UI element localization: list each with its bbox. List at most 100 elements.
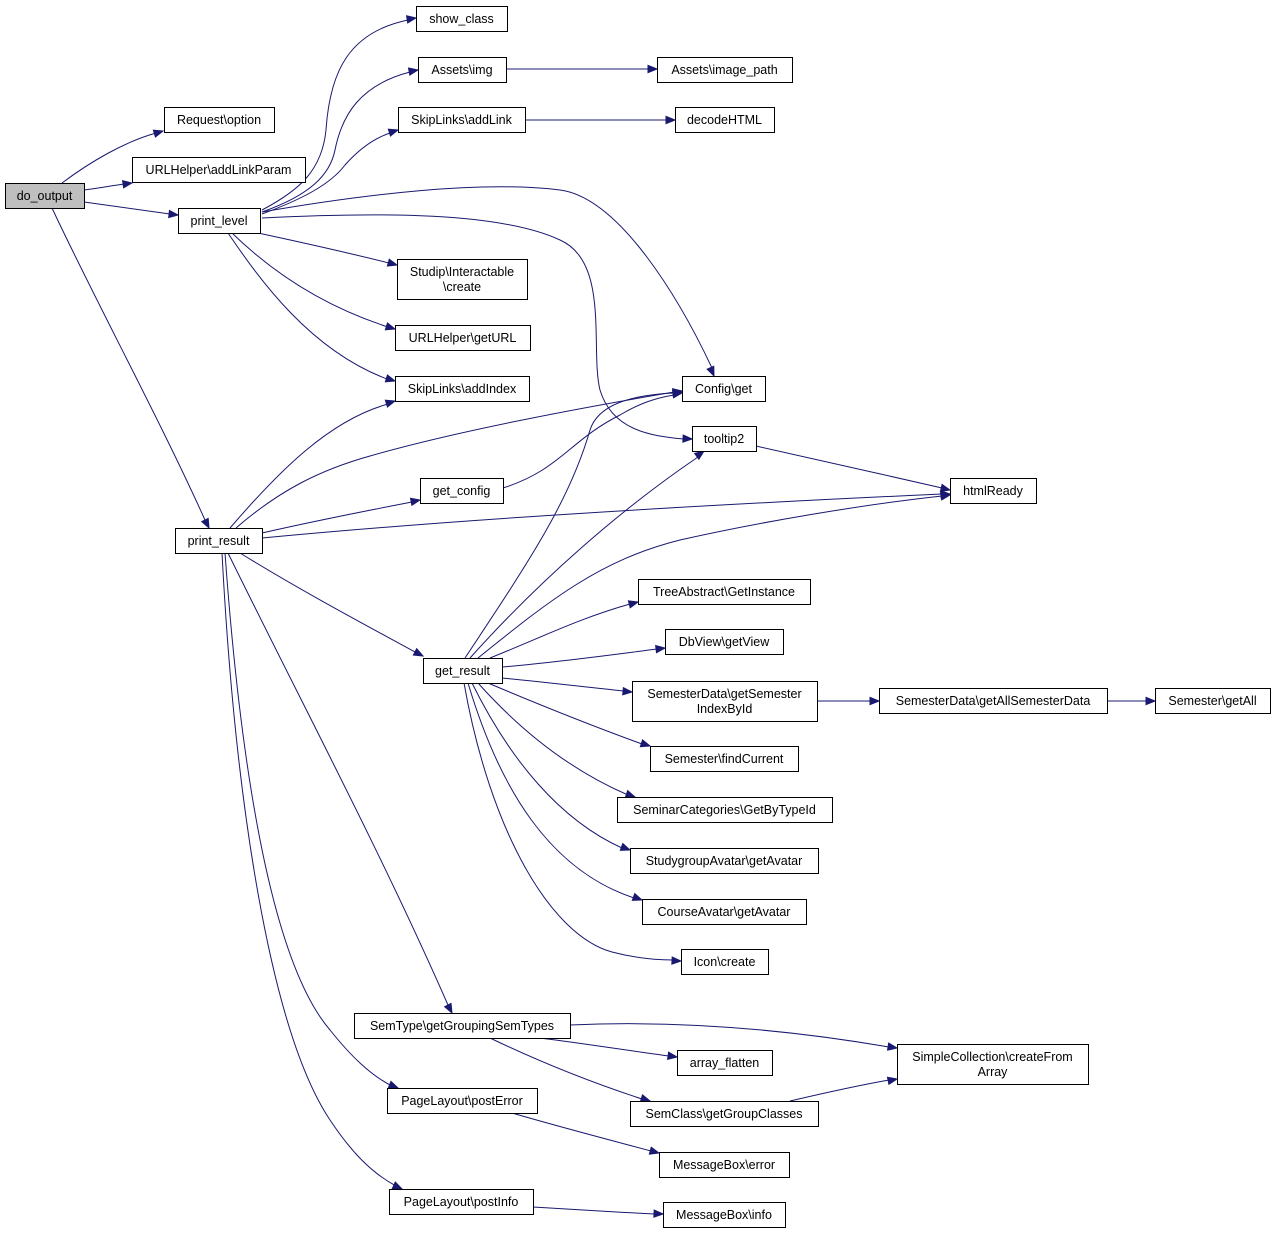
edge-line: [463, 682, 674, 961]
nodes: do_output Request\optionURLHelper\addLink…: [5, 6, 1271, 1228]
edge-line: [464, 392, 675, 659]
node-label: MessageBox\error: [673, 1158, 775, 1172]
node-box: [398, 107, 526, 133]
edge-arrowhead: [168, 209, 180, 219]
edge-arrowhead: [384, 322, 397, 331]
node-box: [675, 107, 775, 133]
edge-line: [569, 1023, 890, 1048]
node-get-config[interactable]: get_config: [420, 478, 504, 504]
node-print-level[interactable]: print_level: [178, 208, 261, 234]
node-get-result[interactable]: get_result: [423, 658, 503, 684]
node-box: [630, 1101, 819, 1127]
node-label: Array: [978, 1065, 1009, 1079]
node-box: [420, 478, 504, 504]
node-assets-img[interactable]: Assets\img: [418, 57, 507, 83]
edge-print_result-to-config_get: [235, 388, 684, 529]
edge-get_result-to-studygroupavatar_getavatar: [471, 682, 632, 851]
node-label: get_result: [435, 664, 490, 678]
node-label: CourseAvatar\getAvatar: [658, 905, 791, 919]
node-box: [663, 1202, 786, 1228]
node-icon-create[interactable]: Icon\create: [681, 949, 769, 975]
node-label: StudygroupAvatar\getAvatar: [646, 854, 803, 868]
edge-arrowhead: [655, 644, 667, 654]
node-urlhelper-addlinkparam[interactable]: URLHelper\addLinkParam: [132, 157, 306, 183]
node-seminarcategories-getbytypeid[interactable]: SeminarCategories\GetByTypeId: [617, 797, 833, 823]
node-semester-getall[interactable]: Semester\getAll: [1155, 688, 1271, 714]
node-label: Studip\Interactable: [410, 265, 514, 279]
node-dbview-getview[interactable]: DbView\getView: [665, 629, 784, 655]
node-pagelayout-posterror[interactable]: PageLayout\postError: [387, 1088, 538, 1114]
edge-do_output-to-request_option: [61, 129, 165, 184]
node-courseavatar-getavatar[interactable]: CourseAvatar\getAvatar: [642, 899, 807, 925]
node-label: TreeAbstract\GetInstance: [653, 585, 795, 599]
edge-arrowhead: [387, 128, 400, 137]
edge-print_level-to-config_get: [261, 186, 715, 378]
edge-arrowhead: [407, 67, 420, 76]
node-label: Semester\getAll: [1168, 694, 1256, 708]
node-label: Semester\findCurrent: [665, 752, 784, 766]
node-print-result[interactable]: print_result: [175, 528, 263, 554]
node-skiplinks-addindex[interactable]: SkipLinks\addIndex: [395, 376, 530, 402]
edge-pagelayout_postinfo-to-messagebox_info: [532, 1206, 665, 1218]
edge-line: [83, 201, 171, 215]
node-skiplinks-addlink[interactable]: SkipLinks\addLink: [398, 107, 526, 133]
node-box: [681, 949, 769, 975]
node-studygroupavatar-getavatar[interactable]: StudygroupAvatar\getAvatar: [630, 848, 819, 874]
node-semesterdata-getallsemesterdata[interactable]: SemesterData\getAllSemesterData: [879, 688, 1108, 714]
node-label: URLHelper\getURL: [409, 331, 517, 345]
edge-arrowhead: [386, 258, 399, 267]
node-array-flatten[interactable]: array_flatten: [677, 1050, 773, 1076]
node-box: [665, 629, 784, 655]
edge-line: [257, 232, 390, 264]
node-semester-findcurrent[interactable]: Semester\findCurrent: [650, 746, 799, 772]
node-urlhelper-geturl[interactable]: URLHelper\getURL: [395, 325, 531, 351]
edge-arrowhead: [672, 388, 684, 397]
edge-semclass_getgroupclasses-to-simplecollection_createfromarray: [789, 1076, 899, 1102]
node-label: SemType\getGroupingSemTypes: [370, 1019, 554, 1033]
node-box: [395, 376, 530, 402]
edge-arrowhead: [405, 15, 418, 24]
node-box: [389, 1189, 534, 1215]
edge-line: [789, 1079, 890, 1102]
node-label: Request\option: [177, 113, 261, 127]
edge-line: [261, 186, 713, 369]
edge-get_result-to-courseavatar_getavatar: [467, 682, 644, 901]
edge-line: [501, 677, 625, 692]
edge-get_result-to-treeabstract_getinstance: [489, 600, 640, 659]
edge-do_output-to-urlhelper_addlinkparam: [83, 179, 134, 191]
edge-arrowhead: [409, 497, 422, 507]
node-studip-interactable-create[interactable]: Studip\Interactable\create: [397, 259, 528, 300]
node-assets-image-path[interactable]: Assets\image_path: [657, 57, 793, 83]
edge-arrowhead: [706, 365, 715, 378]
node-config-get[interactable]: Config\get: [682, 376, 766, 402]
node-semclass-getgroupclasses[interactable]: SemClass\getGroupClasses: [630, 1101, 819, 1127]
edge-semtype_getgroupingsemtypes-to-simplecollection_createfromarray: [569, 1023, 899, 1051]
edge-line: [221, 552, 397, 1187]
edge-semtype_getgroupingsemtypes-to-array_flatten: [539, 1037, 679, 1061]
node-treeabstract-getinstance[interactable]: TreeAbstract\GetInstance: [638, 579, 811, 605]
node-label: URLHelper\addLinkParam: [146, 163, 292, 177]
edge-line: [487, 682, 643, 745]
edge-print_level-to-show_class: [261, 15, 418, 211]
node-label: decodeHTML: [687, 113, 762, 127]
edge-arrowhead: [639, 1093, 652, 1103]
node-semtype-getgroupingsemtypes[interactable]: SemType\getGroupingSemTypes: [354, 1013, 571, 1039]
node-request-option[interactable]: Request\option: [164, 107, 275, 133]
node-label: Assets\img: [431, 63, 492, 77]
edge-assets_img-to-assets_image_path: [506, 64, 659, 74]
node-do-output[interactable]: do_output: [5, 183, 85, 209]
edge-print_result-to-get_config: [261, 497, 422, 534]
node-pagelayout-postinfo[interactable]: PageLayout\postInfo: [389, 1189, 534, 1215]
node-htmlready[interactable]: htmlReady: [950, 478, 1037, 504]
node-decodehtml[interactable]: decodeHTML: [675, 107, 775, 133]
node-tooltip2[interactable]: tooltip2: [692, 426, 757, 452]
node-messagebox-error[interactable]: MessageBox\error: [659, 1152, 790, 1178]
edge-arrowhead: [647, 64, 659, 74]
node-box: [642, 899, 807, 925]
node-show-class[interactable]: show_class: [416, 6, 508, 32]
node-messagebox-info[interactable]: MessageBox\info: [663, 1202, 786, 1228]
edge-line: [502, 394, 675, 489]
edge-arrowhead: [624, 789, 637, 798]
